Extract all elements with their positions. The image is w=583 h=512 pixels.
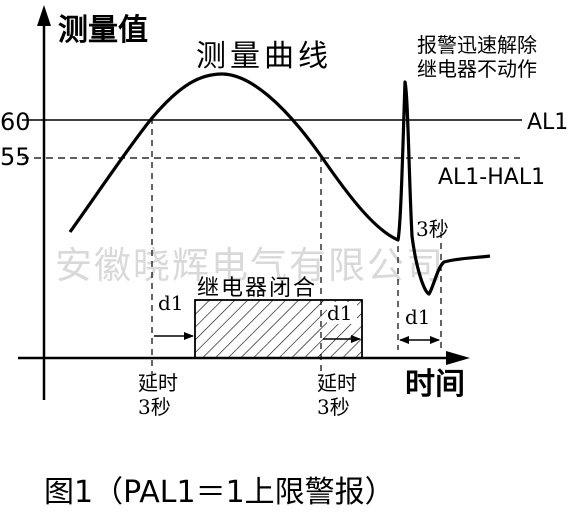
three-sec-peak-label: 3秒: [416, 217, 449, 241]
d1-mid-label: d1: [327, 301, 353, 325]
relay-label: 继电器闭合: [197, 276, 317, 301]
watermark: 安徽晓辉电气有限公司: [55, 244, 445, 287]
level-55-label: 55: [0, 143, 31, 171]
y-axis-label: 测量值: [58, 13, 148, 48]
alarm-note-line1: 报警迅速解除: [417, 33, 537, 57]
x-axis-label: 时间: [405, 367, 465, 402]
delay-right-line1: 延时: [317, 371, 357, 395]
d1-peak-label: d1: [405, 305, 431, 329]
curve-label: 测量曲线: [196, 39, 332, 74]
delay-right-line2: 3秒: [317, 395, 350, 419]
figure-caption: 图1（PAL1＝1上限警报）: [44, 475, 395, 510]
d1-left-label: d1: [158, 291, 184, 315]
al1-label: AL1: [527, 110, 568, 135]
level-60-label: 60: [0, 108, 31, 136]
alarm-note-line2: 继电器不动作: [417, 57, 537, 81]
d1-mid-label-bg: [327, 302, 357, 324]
measured-curve: [68, 72, 491, 296]
delay-left-line2: 3秒: [138, 395, 171, 419]
al1-hal1-label: AL1-HAL1: [438, 165, 545, 190]
delay-left-line1: 延时: [138, 371, 178, 395]
x-axis-arrow-icon: [446, 351, 470, 365]
y-axis-arrow-icon: [37, 5, 51, 26]
